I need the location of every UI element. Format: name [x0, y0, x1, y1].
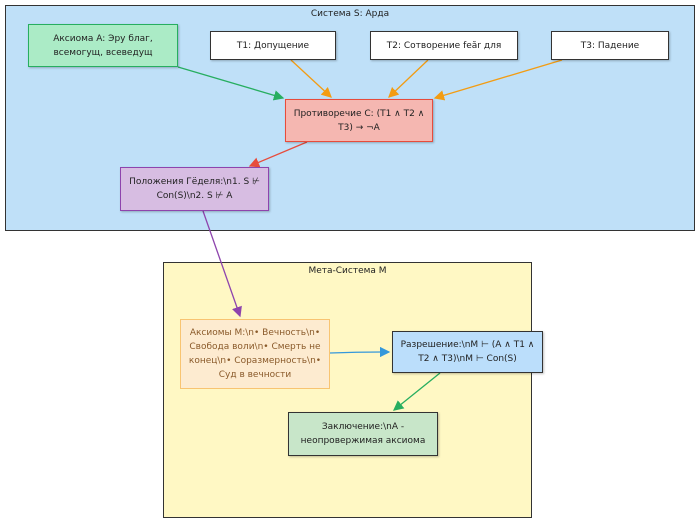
edge-axioms-m-to-resolution: [329, 346, 391, 358]
node-resolution[interactable]: Разрешение:\nM ⊢ (A ∧ T1 ∧ T2 ∧ T3)\nM ⊢…: [392, 331, 543, 373]
cluster-title: Система S: Арда: [310, 9, 390, 19]
edge-t1-to-contradiction: [290, 59, 332, 98]
edge-resolution-to-conclusion: [392, 372, 441, 411]
edge-axiom-to-contradiction: [177, 66, 285, 101]
node-conclusion[interactable]: Заключение:\nA - неопровержимая аксиома: [288, 412, 438, 456]
node-axiom-a[interactable]: Аксиома A: Эру благ, всемогущ, всеведущ: [28, 24, 178, 67]
cluster-title: Мета-Система M: [308, 266, 387, 276]
node-t2[interactable]: T2: Сотворение feăr для: [370, 31, 518, 60]
edge-t2-to-contradiction: [388, 59, 429, 98]
node-godel[interactable]: Положения Гёделя:\n1. S ⊬ Con(S)\n2. S ⊬…: [120, 167, 269, 211]
node-contradiction[interactable]: Противоречие C: (T1 ∧ T2 ∧ T3) → ¬A: [285, 99, 433, 142]
edge-godel-to-axioms-m: [202, 210, 242, 318]
edge-t3-to-contradiction: [433, 59, 563, 101]
cluster-meta-system-m: Мета-Система M: [163, 262, 532, 518]
node-axioms-m[interactable]: Аксиомы M:\n• Вечность\n• Свобода воли\n…: [180, 319, 330, 389]
node-t3[interactable]: T3: Падение: [551, 31, 669, 60]
edge-contradiction-to-godel: [248, 141, 308, 168]
node-t1[interactable]: T1: Допущение: [210, 31, 336, 60]
